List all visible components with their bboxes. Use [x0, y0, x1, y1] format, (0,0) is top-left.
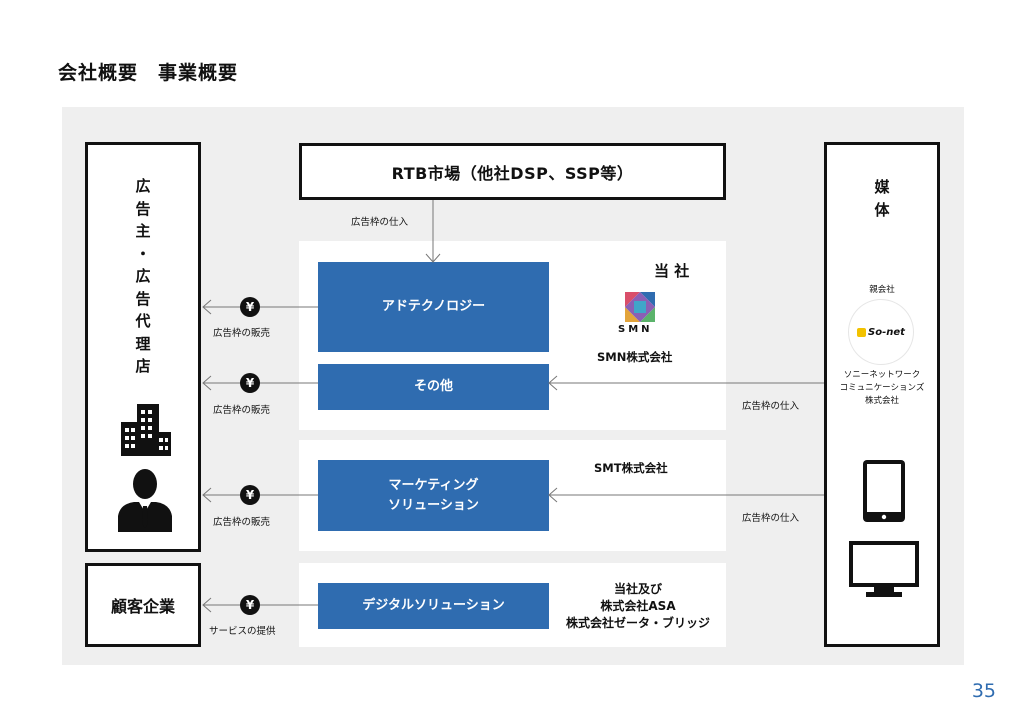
smn-logo-text: SMN: [618, 324, 653, 335]
monitor-icon: [849, 541, 919, 597]
media-box: 媒 体 親会社 So-net ソニーネットワーク コミュニケーションズ 株式会社: [824, 142, 940, 647]
sale-label-adtech: 広告枠の販売: [213, 328, 271, 339]
parent-company-label: 親会社: [869, 285, 895, 295]
media-label: 媒 体: [874, 178, 890, 219]
service-label: サービスの提供: [209, 626, 276, 637]
smn-logo-mark: [625, 292, 655, 322]
tablet-icon: [863, 460, 905, 522]
rtb-market-box: RTB市場（他社DSP、SSP等）: [299, 143, 726, 200]
yen-icon: ¥: [240, 595, 260, 615]
purchase-label-marketing: 広告枠の仕入: [742, 513, 800, 524]
marketing-solution-box: マーケティング ソリューション: [318, 460, 549, 531]
page-number: 35: [971, 680, 996, 702]
yen-icon: ¥: [240, 297, 260, 317]
smn-company-name: SMN株式会社: [597, 350, 673, 364]
company-heading: 当 社: [654, 262, 690, 280]
ad-technology-box: アドテクノロジー: [318, 262, 549, 352]
sale-label-marketing: 広告枠の販売: [213, 517, 271, 528]
page-title: 会社概要 事業概要: [58, 62, 239, 84]
businessman-icon: [118, 469, 172, 532]
customers-label: 顧客企業: [110, 597, 175, 616]
sale-label-other: 広告枠の販売: [213, 405, 271, 416]
office-building-icon: [121, 404, 171, 456]
digital-companies: 当社及び 株式会社ASA 株式会社ゼータ・ブリッジ: [565, 582, 710, 630]
advertisers-label: 広 告 主 ・ 広 告 代 理 店: [135, 177, 151, 375]
sonet-company-name: ソニーネットワーク コミュニケーションズ 株式会社: [839, 370, 925, 406]
sonet-logo: So-net: [849, 300, 913, 364]
market-purchase-label: 広告枠の仕入: [351, 217, 409, 228]
yen-icon: ¥: [240, 373, 260, 393]
advertisers-box: 広 告 主 ・ 広 告 代 理 店: [85, 142, 201, 552]
digital-solution-box: デジタルソリューション: [318, 583, 549, 629]
smt-company-name: SMT株式会社: [594, 461, 668, 475]
rtb-market-label: RTB市場（他社DSP、SSP等）: [391, 163, 634, 183]
purchase-label-other: 広告枠の仕入: [742, 401, 800, 412]
other-box: その他: [318, 364, 549, 410]
yen-icon: ¥: [240, 485, 260, 505]
customers-box: 顧客企業: [85, 563, 201, 647]
